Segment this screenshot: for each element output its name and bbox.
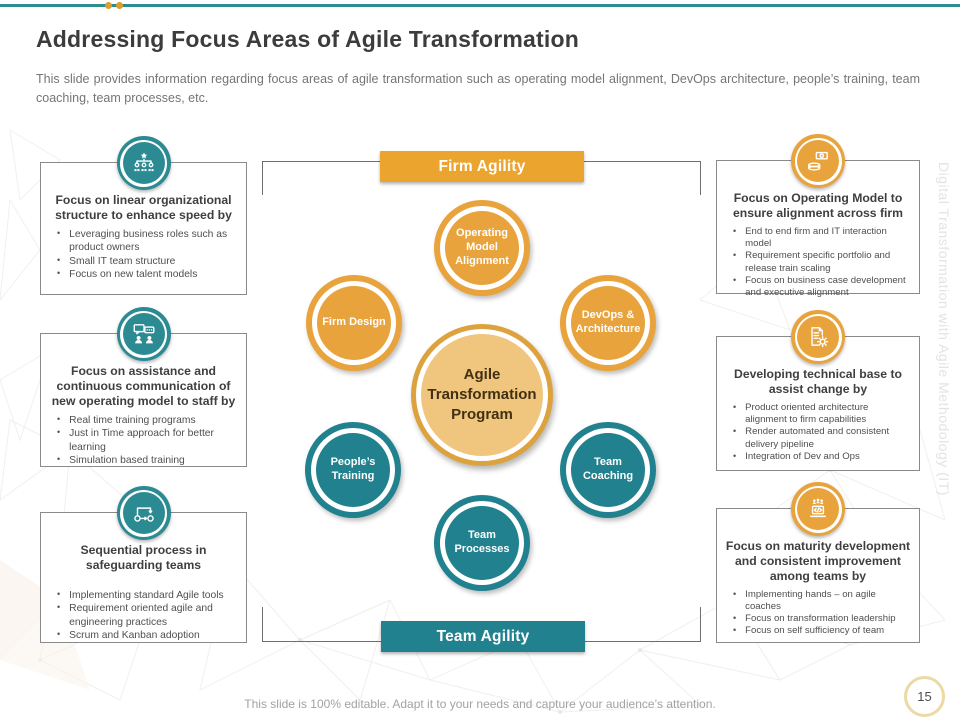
bullet-item: Leveraging business roles such as produc… xyxy=(53,228,238,255)
bullet-item: Requirement specific portfolio and relea… xyxy=(729,250,911,275)
bullet-item: Requirement oriented agile and engineeri… xyxy=(53,602,238,629)
finance-model-icon xyxy=(791,134,845,188)
box-bullets: Real time training programs Just in Time… xyxy=(41,414,246,468)
page-number-badge: 15 xyxy=(904,676,945,717)
circle-label: Operating Model Alignment xyxy=(445,211,519,285)
bullet-item: Focus on new talent models xyxy=(53,268,238,282)
bullet-item: Real time training programs xyxy=(53,414,238,428)
box-bullets: Leveraging business roles such as produc… xyxy=(41,228,246,282)
footer-note: This slide is 100% editable. Adapt it to… xyxy=(244,697,716,711)
top-bracket-right xyxy=(700,161,701,195)
circle-label: People’s Training xyxy=(316,433,390,507)
bullet-item: Implementing standard Agile tools xyxy=(53,589,238,603)
accent-dot xyxy=(116,2,123,9)
coaching-laptop-icon xyxy=(791,482,845,536)
communication-icon xyxy=(116,307,171,361)
slide-subtitle: This slide provides information regardin… xyxy=(36,72,920,105)
side-watermark-text: Digital Transformation with Agile Method… xyxy=(936,162,952,496)
box-heading: Developing technical base to assist chan… xyxy=(734,367,902,396)
bullet-item: Focus on self sufficiency of team xyxy=(729,625,911,637)
firm-agility-banner: Firm Agility xyxy=(380,151,584,182)
top-accent-line xyxy=(0,4,960,7)
box-heading: Sequential process in safeguarding teams xyxy=(80,543,207,572)
info-box-technical-base: Developing technical base to assist chan… xyxy=(716,310,920,471)
info-box-communication: Focus on assistance and continuous commu… xyxy=(40,307,247,468)
team-agility-banner: Team Agility xyxy=(381,621,585,652)
center-circle-label: Agile Transformation Program xyxy=(421,334,543,456)
info-box-sequential-process: Sequential process in safeguarding teams… xyxy=(40,486,247,643)
bullet-item: Small IT team structure xyxy=(53,255,238,269)
circle-label: DevOps & Architecture xyxy=(571,286,645,360)
bullet-item: Product oriented architecture alignment … xyxy=(729,402,911,427)
org-structure-icon xyxy=(116,136,171,190)
box-heading: Focus on maturity development and consis… xyxy=(725,539,911,583)
bottom-bracket-left xyxy=(262,607,263,641)
info-box-maturity-development: Focus on maturity development and consis… xyxy=(716,482,920,643)
bullet-item: Scrum and Kanban adoption xyxy=(53,629,238,643)
circle-devops-architecture: DevOps & Architecture xyxy=(560,275,656,371)
bullet-item: Focus on transformation leadership xyxy=(729,613,911,625)
page-title: Addressing Focus Areas of Agile Transfor… xyxy=(36,26,579,52)
circle-team-processes: Team Processes xyxy=(434,495,530,591)
document-gear-icon xyxy=(791,310,845,364)
circle-operating-model-alignment: Operating Model Alignment xyxy=(434,200,530,296)
circle-label: Team Processes xyxy=(445,506,519,580)
bullet-item: Render automated and consistent delivery… xyxy=(729,426,911,451)
circle-label: Team Coaching xyxy=(571,433,645,507)
info-box-linear-structure: Focus on linear organizational structure… xyxy=(40,136,247,295)
bullet-item: End to end firm and IT interaction model xyxy=(729,226,911,251)
bullet-item: Just in Time approach for better learnin… xyxy=(53,427,238,454)
box-bullets: Implementing standard Agile tools Requir… xyxy=(41,589,246,643)
box-bullets: Implementing hands – on agile coaches Fo… xyxy=(717,589,919,638)
box-bullets: Product oriented architecture alignment … xyxy=(717,402,919,463)
bullet-item: Implementing hands – on agile coaches xyxy=(729,589,911,614)
box-heading: Focus on assistance and continuous commu… xyxy=(51,364,236,408)
circle-team-coaching: Team Coaching xyxy=(560,422,656,518)
box-bullets: End to end firm and IT interaction model… xyxy=(717,226,919,300)
circle-firm-design: Firm Design xyxy=(306,275,402,371)
bullet-item: Focus on business case development and e… xyxy=(729,275,911,300)
circle-label: Firm Design xyxy=(317,286,391,360)
center-circle-agile-transformation-program: Agile Transformation Program xyxy=(411,324,553,466)
bullet-item: Integration of Dev and Ops xyxy=(729,451,911,463)
box-heading: Focus on linear organizational structure… xyxy=(55,193,232,222)
circle-peoples-training: People’s Training xyxy=(305,422,401,518)
bottom-bracket-right xyxy=(700,607,701,641)
info-box-operating-model: Focus on Operating Model to ensure align… xyxy=(716,134,920,298)
top-bracket-left xyxy=(262,161,263,195)
box-heading: Focus on Operating Model to ensure align… xyxy=(732,191,903,220)
process-loop-icon xyxy=(116,486,171,540)
accent-dot xyxy=(105,2,112,9)
bullet-item: Simulation based training xyxy=(53,454,238,468)
